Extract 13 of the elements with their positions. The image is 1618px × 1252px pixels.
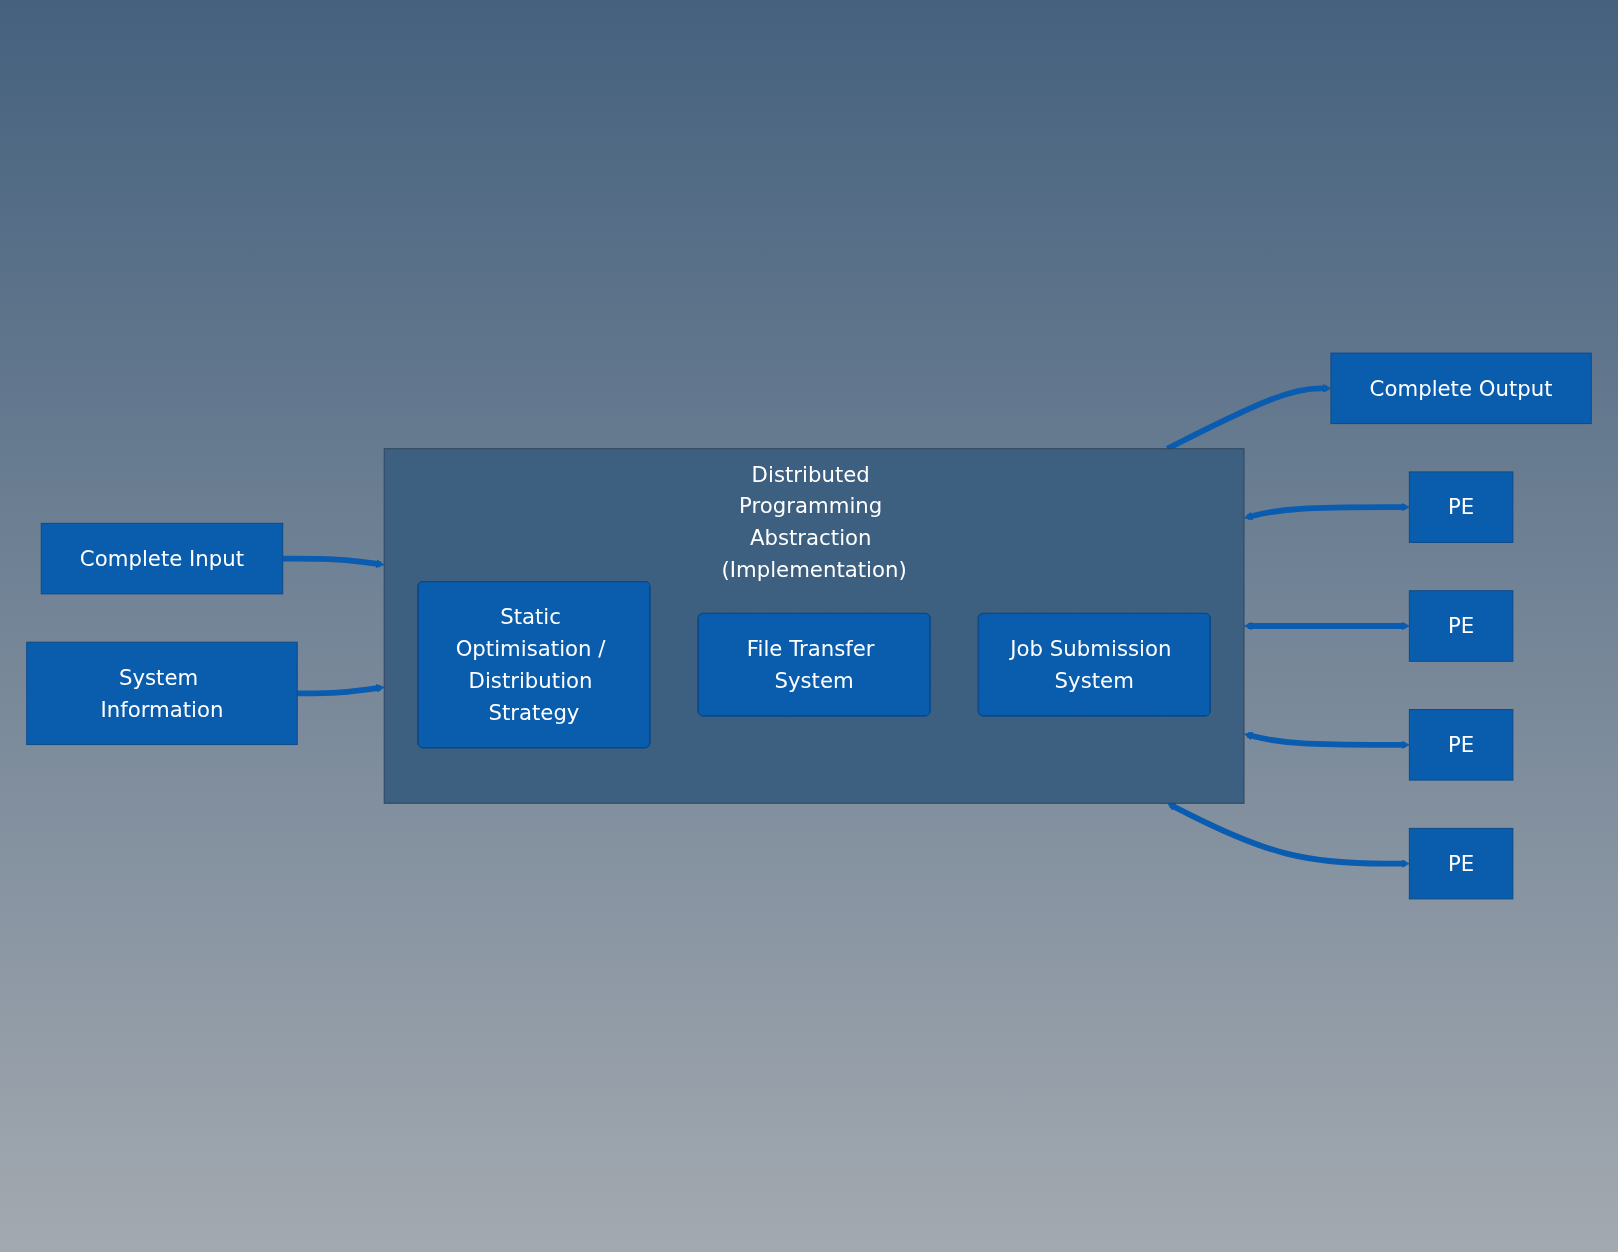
arrow <box>297 684 385 697</box>
arrow <box>1244 731 1410 750</box>
arrow <box>282 555 385 568</box>
arrow <box>1167 802 1410 868</box>
node-box: PE <box>1408 471 1514 543</box>
arrow <box>1244 502 1410 521</box>
node-box: Complete Output <box>1330 352 1592 425</box>
arrow <box>1244 621 1410 631</box>
node-box: Complete Input <box>40 522 284 595</box>
node-box: System Information <box>26 641 298 746</box>
node-box: PE <box>1408 590 1514 662</box>
node-box: PE <box>1408 709 1514 781</box>
node-box: PE <box>1408 827 1514 900</box>
